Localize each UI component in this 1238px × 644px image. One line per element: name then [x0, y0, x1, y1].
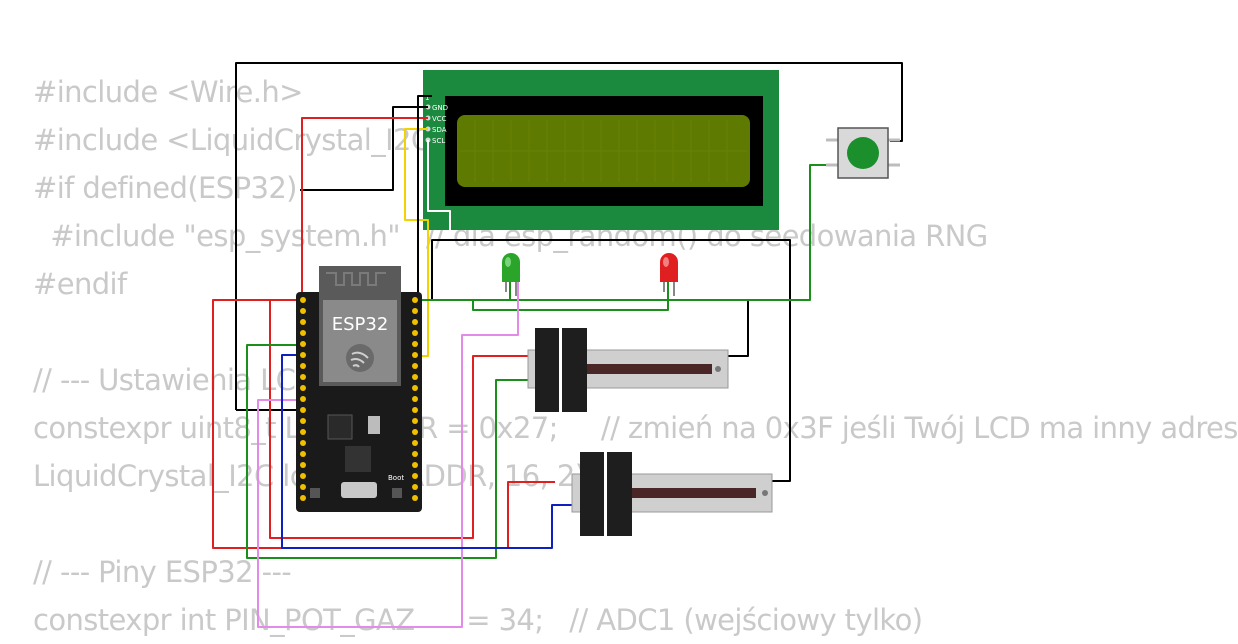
pot-track: [560, 364, 712, 374]
esp32-regulator: [327, 414, 353, 440]
wire-button[interactable]: [418, 164, 838, 301]
led-body: [660, 253, 678, 282]
button-legs: [826, 138, 900, 167]
antenna-trace: [326, 272, 386, 286]
lcd-pin-scl-label: SCL: [432, 137, 445, 145]
code-line: constexpr int PIN_POT_GAZ = 34; // ADC1 …: [33, 603, 923, 637]
esp32-usb-chip: [345, 446, 371, 472]
circuit-diagram: 1 GND VCC SDA SCL: [212, 62, 903, 628]
pot-screw: [715, 366, 721, 372]
usb-port-icon: [341, 482, 377, 498]
code-line: #include <Wire.h>: [33, 75, 303, 109]
button-cap: [847, 137, 879, 169]
esp32-label: ESP32: [332, 314, 389, 335]
wire-lcd-gnd[interactable]: [300, 106, 428, 191]
pot-screw: [762, 490, 768, 496]
wire-scl-dark[interactable]: [417, 95, 432, 310]
code-line: // --- Piny ESP32 ---: [33, 555, 292, 589]
boot-button[interactable]: [392, 488, 402, 498]
en-button[interactable]: [310, 488, 320, 498]
wire-red-led[interactable]: [472, 282, 669, 311]
led-highlight: [663, 257, 669, 267]
wire-pot2-signal[interactable]: [281, 354, 572, 549]
wire-pink[interactable]: [257, 280, 519, 628]
esp32-pins-right: [412, 297, 418, 501]
green-led[interactable]: [502, 253, 520, 296]
code-line: #if defined(ESP32): [33, 171, 297, 205]
led-legs: [505, 282, 517, 296]
wire-vcc-pot1[interactable]: [269, 299, 528, 539]
boot-label: Boot: [388, 474, 404, 482]
pot-knob-line: [604, 452, 607, 536]
esp32-capacitor: [368, 416, 380, 434]
esp32-board[interactable]: ESP32: [296, 266, 422, 512]
lcd-pin-sda-label: SDA: [432, 126, 447, 134]
pot-knob-line: [559, 328, 562, 412]
code-line: #endif: [33, 267, 127, 301]
wire-lcd-sda[interactable]: [404, 128, 429, 357]
pot-track: [604, 488, 756, 498]
slide-potentiometer-2[interactable]: [571, 452, 773, 536]
wire-lcd-vcc[interactable]: [301, 117, 428, 300]
lcd-character-grid: [460, 120, 747, 182]
pushbutton[interactable]: [826, 127, 900, 179]
led-body: [502, 253, 520, 282]
lcd-pin-gnd-label: GND: [432, 104, 448, 112]
led-legs: [663, 282, 675, 296]
wire-pot1-signal[interactable]: [246, 344, 528, 559]
lcd-display[interactable]: 1 GND VCC SDA SCL: [423, 70, 779, 230]
wire-lcd-scl[interactable]: [427, 140, 451, 230]
lcd-pins: GND VCC SDA SCL: [425, 104, 448, 145]
slide-potentiometer-1[interactable]: [527, 328, 729, 412]
lcd-pin-vcc-label: VCC: [432, 115, 447, 123]
espressif-logo-icon: [346, 344, 374, 372]
red-led[interactable]: [660, 253, 678, 296]
lcd-pin1-marker: 1: [425, 94, 429, 102]
esp32-pins-left: [300, 297, 306, 501]
led-highlight: [505, 257, 511, 267]
